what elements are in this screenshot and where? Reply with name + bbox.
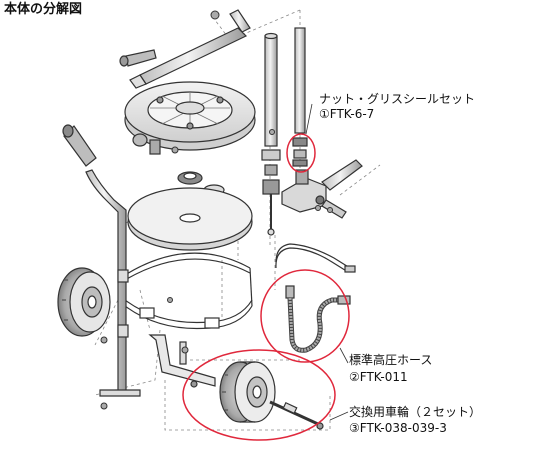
high-pressure-hose — [285, 285, 351, 353]
seal-set-highlight — [286, 133, 316, 173]
pump-head — [281, 27, 363, 219]
callout-name-wheel: 交換用車輪（２セット） — [349, 405, 482, 419]
follower-plate — [127, 187, 253, 251]
wheel-highlight — [182, 349, 336, 441]
left-wheel — [57, 267, 111, 337]
leader-lines — [305, 103, 349, 421]
callout-name-hose: 標準高圧ホース — [349, 353, 433, 367]
drum-band — [124, 252, 253, 330]
axle-bracket — [148, 334, 216, 388]
top-lid — [124, 81, 256, 155]
frame — [62, 124, 141, 397]
page-title: 本体の分解図 — [4, 2, 83, 17]
callout-code-seal-set: ①FTK-6-7 — [319, 107, 375, 121]
hardware-bits — [100, 10, 333, 410]
callout-code-wheel: ③FTK-038-039-3 — [349, 421, 447, 435]
handle-bar — [119, 9, 251, 89]
right-wheel — [219, 361, 324, 430]
callout-name-seal-set: ナット・グリスシールセット — [319, 92, 476, 106]
callout-code-hose: ②FTK-011 — [349, 370, 408, 384]
pump-rod — [261, 32, 281, 236]
top-hose — [275, 243, 356, 273]
hose-highlight — [260, 269, 350, 363]
highlight-circles — [182, 133, 350, 441]
